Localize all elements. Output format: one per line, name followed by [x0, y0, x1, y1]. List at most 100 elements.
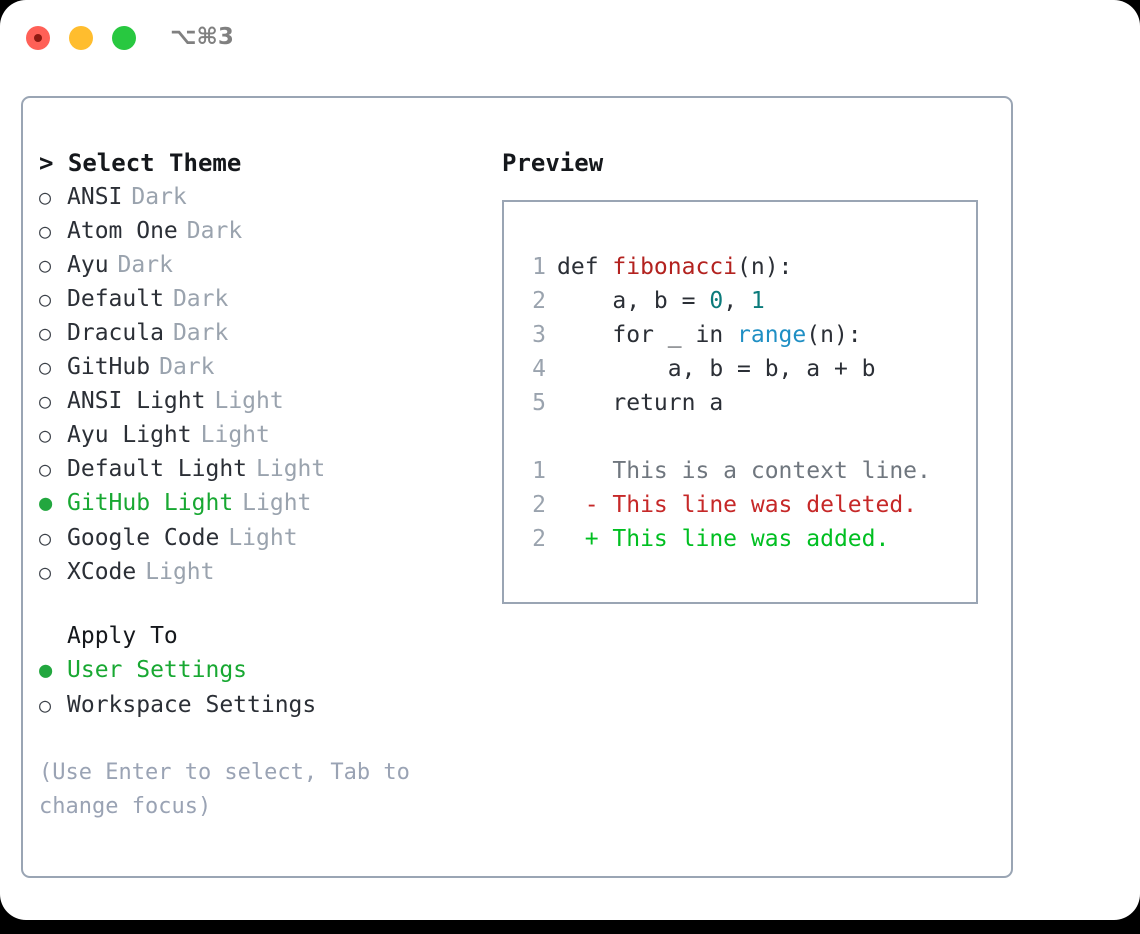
theme-option-variant: Dark — [172, 286, 229, 312]
code-token: 0 — [709, 288, 724, 314]
theme-option-ayu-light[interactable]: ○ Ayu Light Light — [39, 418, 499, 452]
code-line: 5 return a — [520, 386, 976, 420]
theme-option-github-light[interactable]: ● GitHub Light Light — [39, 486, 499, 521]
code-line-content: for _ in range(n): — [557, 318, 862, 352]
diff-sample: 1 This is a context line.2 - This line w… — [520, 454, 976, 556]
theme-option-variant: Light — [228, 525, 298, 551]
code-line-content: a, b = b, a + b — [557, 352, 876, 386]
theme-option-dracula[interactable]: ○ Dracula Dark — [39, 316, 499, 350]
maximize-button[interactable] — [112, 26, 136, 50]
theme-option-label: Default Light — [67, 456, 248, 482]
line-number: 4 — [532, 356, 546, 382]
window-controls — [26, 26, 136, 50]
theme-option-label: Atom One — [67, 218, 178, 244]
radio-unselected-icon: ○ — [39, 526, 52, 550]
apply-option-workspace-settings[interactable]: ○ Workspace Settings — [39, 688, 499, 722]
radio-unselected-icon: ○ — [39, 253, 52, 277]
preview-header: Preview — [502, 149, 604, 177]
theme-option-label: Google Code — [67, 525, 220, 551]
radio-unselected-icon: ○ — [39, 560, 52, 584]
theme-option-variant: Dark — [172, 320, 229, 346]
radio-unselected-icon: ○ — [39, 457, 52, 481]
theme-option-variant: Light — [145, 559, 215, 585]
code-line-content: a, b = 0, 1 — [557, 284, 765, 318]
apply-option-user-settings[interactable]: ●User Settings — [39, 653, 499, 688]
code-token: , — [723, 288, 751, 314]
apply-to-list: ●User Settings ○ Workspace Settings — [39, 653, 499, 722]
theme-option-variant: Dark — [117, 252, 173, 278]
radio-unselected-icon: ○ — [39, 355, 52, 379]
theme-option-label: Ayu Light — [67, 422, 192, 448]
diff-line-content: This line was deleted. — [612, 492, 918, 518]
line-number: 2 — [532, 492, 546, 518]
theme-option-variant: Light — [200, 422, 270, 448]
diff-line: 1 This is a context line. — [520, 454, 976, 488]
line-number: 1 — [532, 458, 546, 484]
diff-sign: - — [557, 492, 613, 518]
diff-line-content: This is a context line. — [612, 458, 931, 484]
diff-line: 2 + This line was added. — [520, 522, 976, 556]
close-button[interactable] — [26, 26, 50, 50]
line-number: 1 — [532, 254, 546, 280]
theme-option-google-code[interactable]: ○ Google Code Light — [39, 521, 499, 555]
code-token: def — [557, 254, 613, 280]
theme-option-label: Ayu — [67, 252, 109, 278]
radio-unselected-icon: ○ — [39, 321, 52, 345]
theme-option-ansi[interactable]: ○ ANSI Dark — [39, 180, 499, 214]
code-line: 4 a, b = b, a + b — [520, 352, 976, 386]
theme-option-ayu[interactable]: ○ Ayu Dark — [39, 248, 499, 282]
theme-option-variant: Dark — [131, 184, 187, 210]
code-line: 3 for _ in range(n): — [520, 318, 976, 352]
theme-option-label: GitHub Light — [67, 490, 234, 516]
title-bar: ⌥⌘3 — [0, 0, 1140, 78]
keyboard-hint-text: (Use Enter to select, Tab to change focu… — [39, 760, 410, 819]
diff-sign — [557, 454, 612, 488]
code-token: (n): — [737, 254, 793, 280]
theme-option-variant: Light — [242, 490, 312, 516]
theme-option-variant: Dark — [186, 218, 243, 244]
apply-to-header: Apply To — [67, 623, 178, 649]
theme-option-label: ANSI Light — [67, 388, 206, 414]
line-number: 2 — [532, 526, 546, 552]
theme-option-label: Dracula — [67, 320, 164, 346]
theme-option-variant: Dark — [159, 354, 215, 380]
theme-option-label: ANSI — [67, 184, 123, 210]
theme-option-default-light[interactable]: ○ Default Light Light — [39, 452, 499, 486]
apply-to-section: Apply To ●User Settings ○ Workspace Settin… — [39, 619, 499, 722]
theme-option-variant: Light — [256, 456, 326, 482]
code-token: for _ in — [612, 322, 738, 348]
line-number: 3 — [532, 322, 546, 348]
line-number: 2 — [532, 288, 546, 314]
radio-unselected-icon: ○ — [39, 287, 52, 311]
code-token: fibonacci — [612, 254, 738, 280]
apply-option-label: Workspace Settings — [67, 692, 317, 718]
minimize-button[interactable] — [69, 26, 93, 50]
radio-unselected-icon: ○ — [39, 423, 52, 447]
radio-unselected-icon: ○ — [39, 389, 52, 413]
diff-sign: + — [557, 526, 613, 552]
theme-option-label: GitHub — [67, 354, 151, 380]
keyboard-shortcut-label: ⌥⌘3 — [170, 24, 234, 50]
code-token: return a — [612, 390, 724, 416]
radio-unselected-icon: ○ — [39, 693, 52, 717]
radio-selected-icon: ● — [39, 658, 53, 683]
code-line: 1 def fibonacci(n): — [520, 250, 976, 284]
code-token: 1 — [750, 288, 765, 314]
radio-selected-icon: ● — [39, 491, 53, 516]
code-token: a, b = b, a + b — [667, 356, 876, 382]
diff-line: 2 - This line was deleted. — [520, 488, 976, 522]
theme-option-variant: Light — [214, 388, 284, 414]
radio-unselected-icon: ○ — [39, 185, 52, 209]
theme-option-ansi-light[interactable]: ○ ANSI Light Light — [39, 384, 499, 418]
code-token: (n): — [806, 322, 862, 348]
diff-line-content: This line was added. — [612, 526, 890, 552]
theme-option-github[interactable]: ○ GitHub Dark — [39, 350, 499, 384]
code-token: range — [737, 322, 807, 348]
